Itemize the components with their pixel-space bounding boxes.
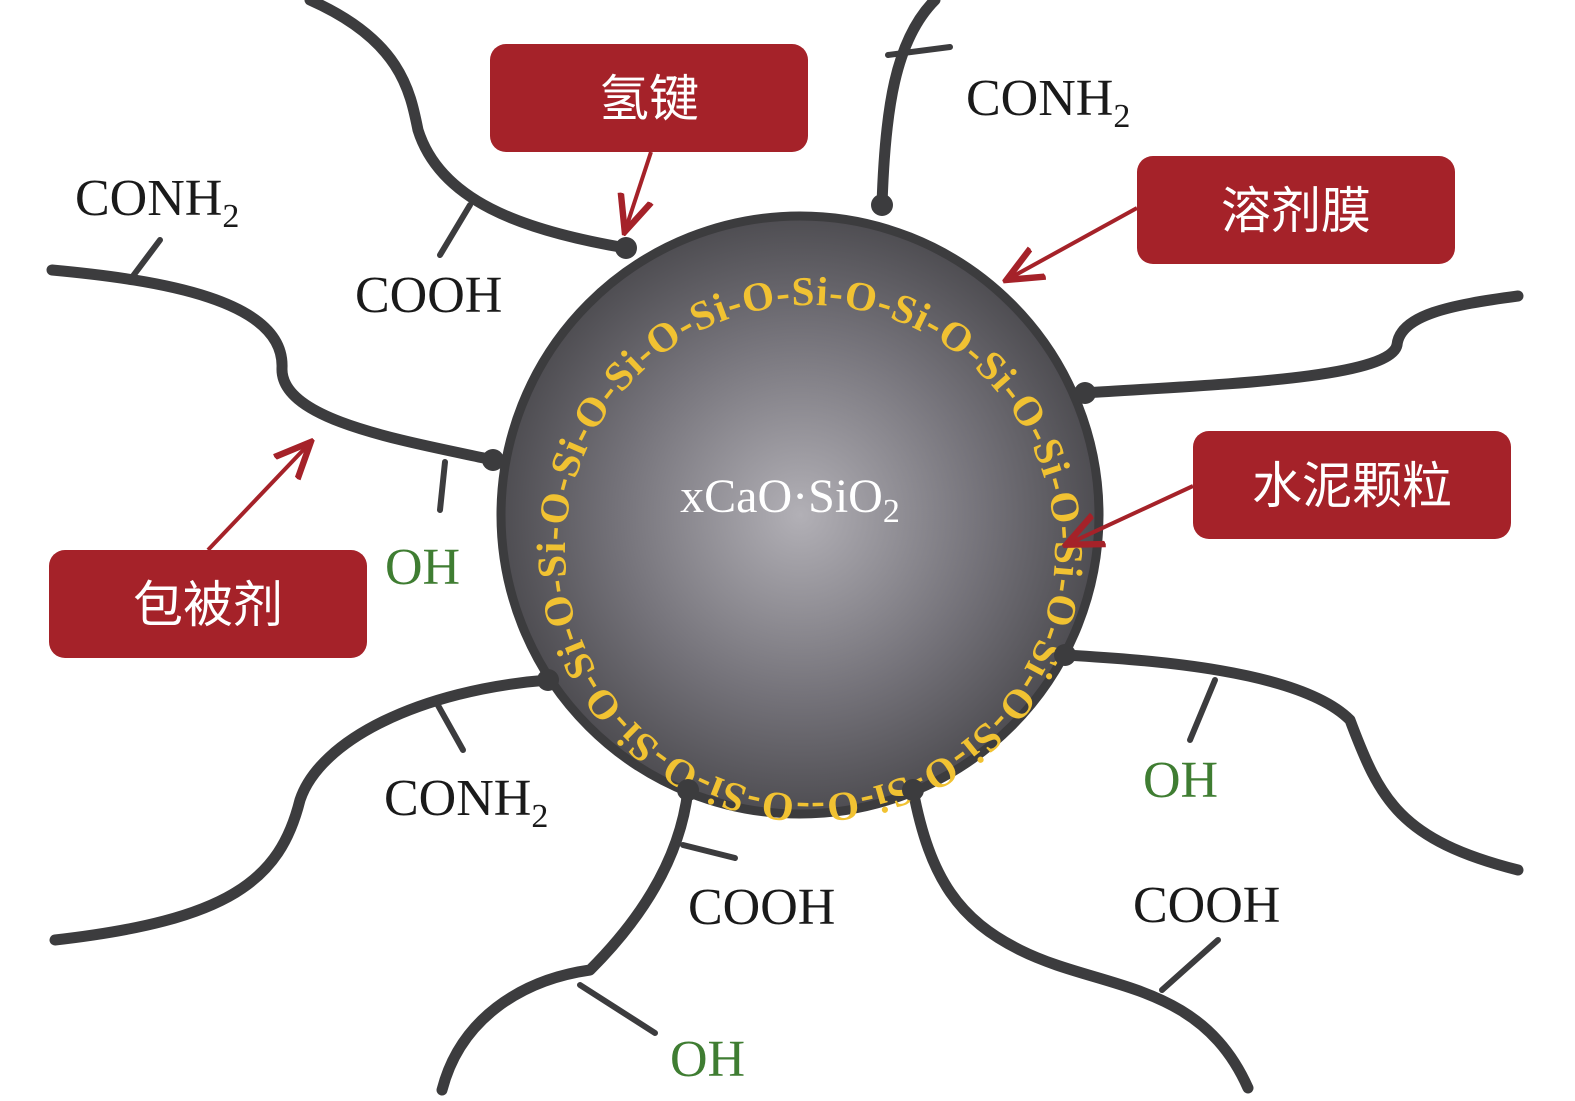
callout-coating-agent-label: 包被剂 [133, 576, 283, 634]
group-cooh-upper-left: COOH [355, 267, 502, 324]
group-conh2-bottom-left: CONH2 [384, 770, 548, 835]
group-cooh-bottom-right: COOH [1133, 877, 1280, 934]
group-conh2-top: CONH2 [966, 70, 1130, 135]
chain-left [46, 264, 499, 466]
attachment-nodes [482, 194, 1096, 801]
side-group-stubs [130, 44, 1221, 1036]
group-oh-bottom: OH [670, 1031, 745, 1088]
group-cooh-bottom: COOH [688, 879, 835, 936]
functional-groups: CONH2 CONH2 CONH2 COOH COOH COOH OH OH O… [75, 70, 1280, 1088]
chain-right [1079, 290, 1524, 399]
chain-bottom-right [907, 784, 1254, 1094]
arrow-cement-particle [1070, 484, 1194, 543]
chain-bottom [436, 784, 694, 1096]
group-oh-left: OH [385, 539, 460, 596]
arrow-coating-agent [206, 445, 308, 552]
callout-cement-particle: 水泥颗粒 [1193, 431, 1511, 539]
callout-hydrogen-bond: 氢键 [490, 44, 808, 152]
arrow-hydrogen-bond [626, 151, 651, 228]
callout-hydrogen-bond-label: 氢键 [599, 70, 699, 128]
chain-right-lower [1059, 649, 1524, 876]
arrow-solvent-film [1010, 206, 1138, 278]
group-oh-right: OH [1143, 752, 1218, 809]
particle-formula: xCaO·SiO2 [680, 470, 900, 530]
chain-top [876, 0, 941, 211]
callout-solvent-film: 溶剂膜 [1137, 156, 1455, 264]
chain-top-left [304, 0, 632, 254]
group-conh2-upper-left: CONH2 [75, 170, 239, 235]
callout-cement-particle-label: 水泥颗粒 [1252, 457, 1452, 515]
callout-arrows [206, 151, 1194, 552]
callout-coating-agent: 包被剂 [49, 550, 367, 658]
callout-solvent-film-label: 溶剂膜 [1221, 182, 1371, 240]
